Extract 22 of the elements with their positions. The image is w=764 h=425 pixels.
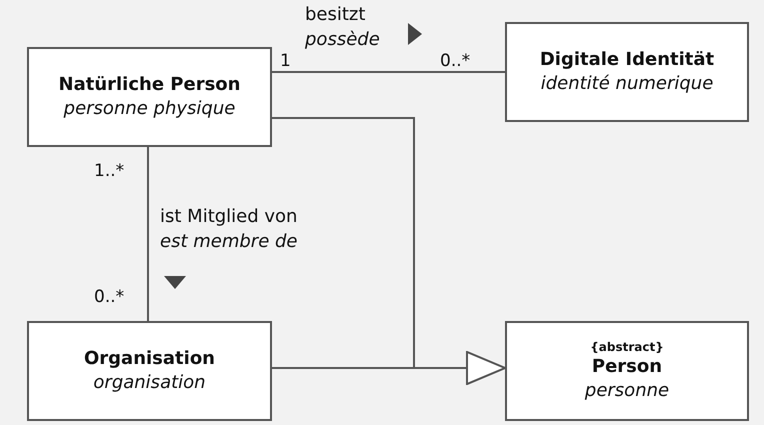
edge-label: ist Mitglied von est membre de <box>160 205 298 254</box>
multiplicity-label: 1..* <box>94 160 124 182</box>
class-name-translation: identité numerique <box>540 72 714 96</box>
class-name-translation: personne <box>584 379 670 404</box>
multiplicity-label: 0..* <box>440 50 470 72</box>
class-name: Organisation <box>84 346 215 371</box>
stereotype-text: {abstract} <box>590 338 664 355</box>
class-name: Person <box>592 354 662 379</box>
class-name: Digitale Identität <box>540 48 714 72</box>
edge-label: besitzt possède <box>305 3 381 52</box>
class-box <box>505 321 749 421</box>
association-line <box>272 71 505 73</box>
class-box <box>27 47 272 147</box>
multiplicity-label: 1 <box>280 50 291 72</box>
class-name-translation: personne physique <box>64 97 236 121</box>
class-name: Natürliche Person <box>58 72 240 97</box>
class-name-translation: organisation <box>93 371 206 395</box>
multiplicity-label: 0..* <box>94 286 124 308</box>
class-box <box>27 321 272 421</box>
association-line <box>147 147 149 321</box>
generalization-arrow <box>272 351 506 385</box>
class-box <box>505 22 749 122</box>
